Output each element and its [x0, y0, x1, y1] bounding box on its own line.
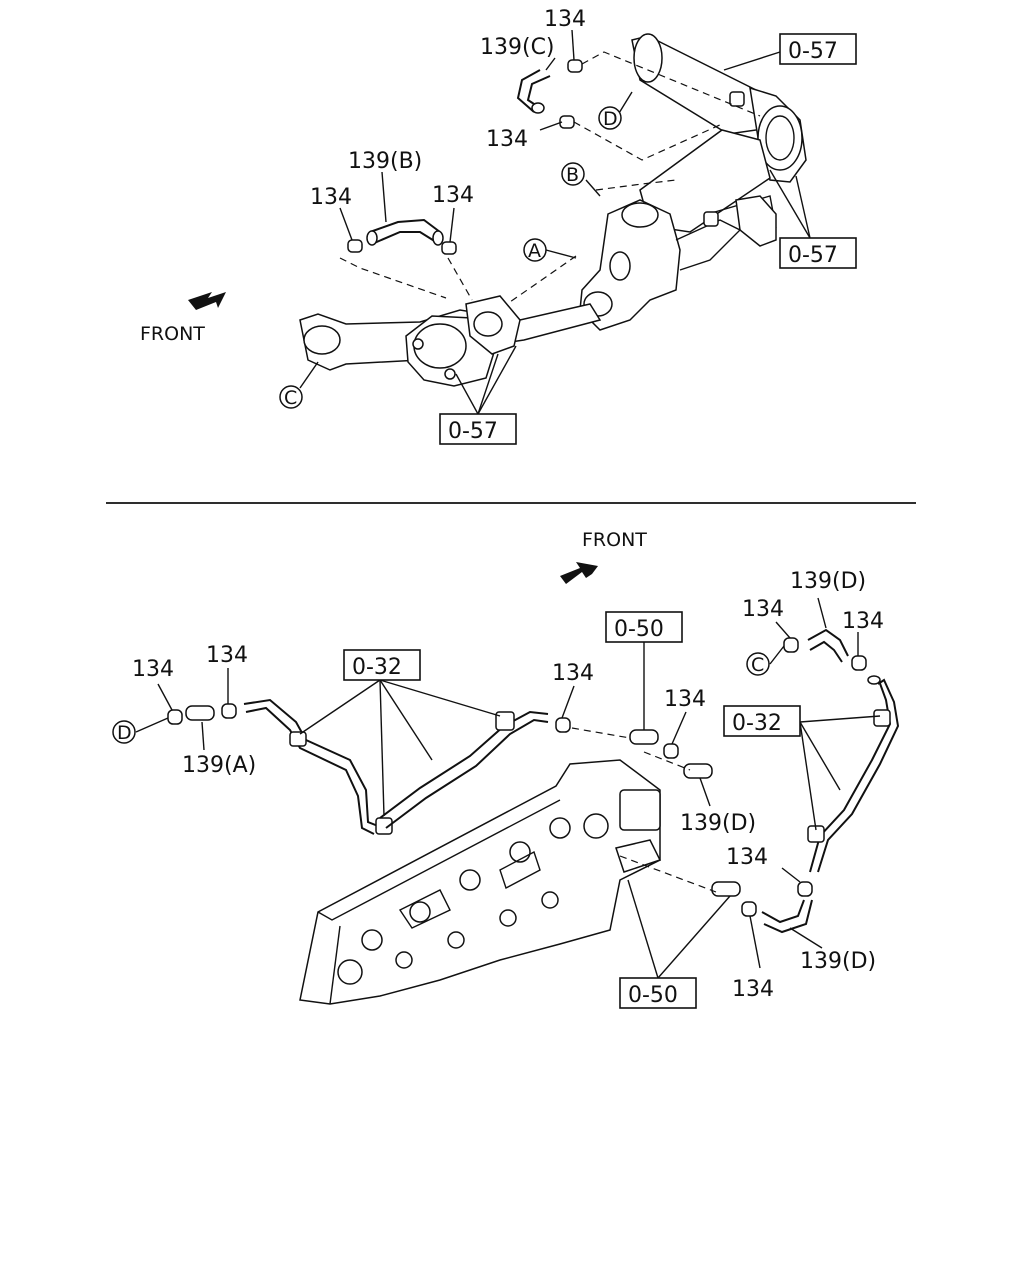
- ref-box-032-right: 0-32: [723, 705, 801, 737]
- circle-marker-d-bottom: D: [112, 720, 136, 744]
- bottom-assembly: FRONT 139(D) 134 134 134 134 139(A) 134 …: [112, 529, 900, 1009]
- label-139d-mid: 139(D): [680, 811, 756, 836]
- clamp-134-a-right: [221, 703, 237, 719]
- label-134-d-top-left: 134: [742, 597, 784, 622]
- hose-139d-bottom: [761, 899, 813, 934]
- circle-marker-c-bottom: C: [746, 652, 770, 676]
- clamp-134-c-bottom: [559, 115, 575, 129]
- top-leader-lines: [299, 29, 811, 415]
- hose-139b: [366, 218, 444, 246]
- ref-box-050-top: 0-50: [605, 611, 683, 643]
- ref-box-057-top-right: 0-57: [779, 33, 857, 65]
- label-front-bottom: FRONT: [582, 529, 647, 551]
- svg-text:0-57: 0-57: [788, 243, 838, 268]
- circle-marker-d-top: D: [598, 106, 622, 130]
- cylinder-head: [299, 759, 662, 1005]
- label-134-a-right: 134: [206, 643, 248, 668]
- svg-text:C: C: [751, 654, 764, 676]
- hose-139d-mid-lower: [683, 763, 713, 779]
- label-139b: 139(B): [348, 149, 422, 174]
- label-front-top: FRONT: [140, 323, 205, 345]
- label-134-d-top-right: 134: [842, 609, 884, 634]
- svg-text:0-50: 0-50: [614, 617, 664, 642]
- ref-box-032-left: 0-32: [343, 649, 421, 681]
- hose-139a: [185, 705, 215, 721]
- label-134-center: 134: [552, 661, 594, 686]
- water-pipe-right: [807, 675, 900, 873]
- egr-cooler-upper: [631, 33, 807, 183]
- clamp-134-d-top-right: [851, 655, 867, 671]
- clamp-134-bottom: [741, 901, 757, 917]
- clamp-134-b-right: [441, 241, 457, 255]
- label-134-c-bottom: 134: [486, 127, 528, 152]
- front-arrow-bottom: [560, 562, 598, 584]
- ref-box-057-mid-right: 0-57: [779, 237, 857, 269]
- front-arrow-top: [188, 292, 226, 310]
- svg-text:B: B: [566, 164, 579, 186]
- circle-marker-b-top: B: [561, 162, 585, 186]
- clamp-134-lower-right: [797, 881, 813, 897]
- label-134-center-right: 134: [664, 687, 706, 712]
- label-139a: 139(A): [182, 753, 256, 778]
- clamp-134-a-left: [167, 709, 183, 725]
- bottom-dashed-lines: [571, 727, 717, 893]
- clamp-134-center-right: [663, 743, 679, 759]
- egr-pipe-lower: [299, 295, 602, 387]
- label-134-a-left: 134: [132, 657, 174, 682]
- label-134-c-top: 134: [544, 7, 586, 32]
- label-139c: 139(C): [480, 35, 555, 60]
- svg-text:C: C: [284, 387, 297, 409]
- svg-text:0-50: 0-50: [628, 983, 678, 1008]
- label-134-lower-right: 134: [726, 845, 768, 870]
- hose-139d-top: [807, 628, 849, 663]
- clamp-134-center: [555, 717, 571, 733]
- hose-139d-lower-left: [711, 881, 741, 897]
- water-pipe-left: [243, 698, 549, 835]
- hose-139c: [516, 69, 551, 114]
- svg-text:A: A: [528, 240, 541, 262]
- svg-text:0-32: 0-32: [352, 655, 402, 680]
- svg-text:0-57: 0-57: [448, 419, 498, 444]
- exhaust-manifold: [579, 199, 742, 331]
- svg-text:0-57: 0-57: [788, 39, 838, 64]
- bottom-leader-lines: [135, 597, 881, 979]
- label-134-bottom: 134: [732, 977, 774, 1002]
- clamp-134-b-left: [347, 239, 363, 253]
- label-134-b-left: 134: [310, 185, 352, 210]
- label-139d-bottom: 139(D): [800, 949, 876, 974]
- clamp-134-c-top: [567, 59, 583, 73]
- svg-text:0-32: 0-32: [732, 711, 782, 736]
- svg-text:D: D: [603, 108, 618, 130]
- label-139d-top: 139(D): [790, 569, 866, 594]
- ref-box-057-bottom: 0-57: [439, 413, 517, 445]
- svg-text:D: D: [117, 722, 132, 744]
- circle-marker-c-top: C: [279, 385, 303, 409]
- top-assembly: 134 139(C) 134 139(B) 134 134 FRONT 0-57…: [140, 7, 857, 445]
- ref-box-050-bottom: 0-50: [619, 977, 697, 1009]
- hose-139d-mid-upper: [629, 729, 659, 745]
- label-134-b-right: 134: [432, 183, 474, 208]
- top-dashed-lines: [339, 51, 761, 303]
- circle-marker-a-top: A: [523, 238, 547, 262]
- clamp-134-d-top-left: [783, 637, 799, 653]
